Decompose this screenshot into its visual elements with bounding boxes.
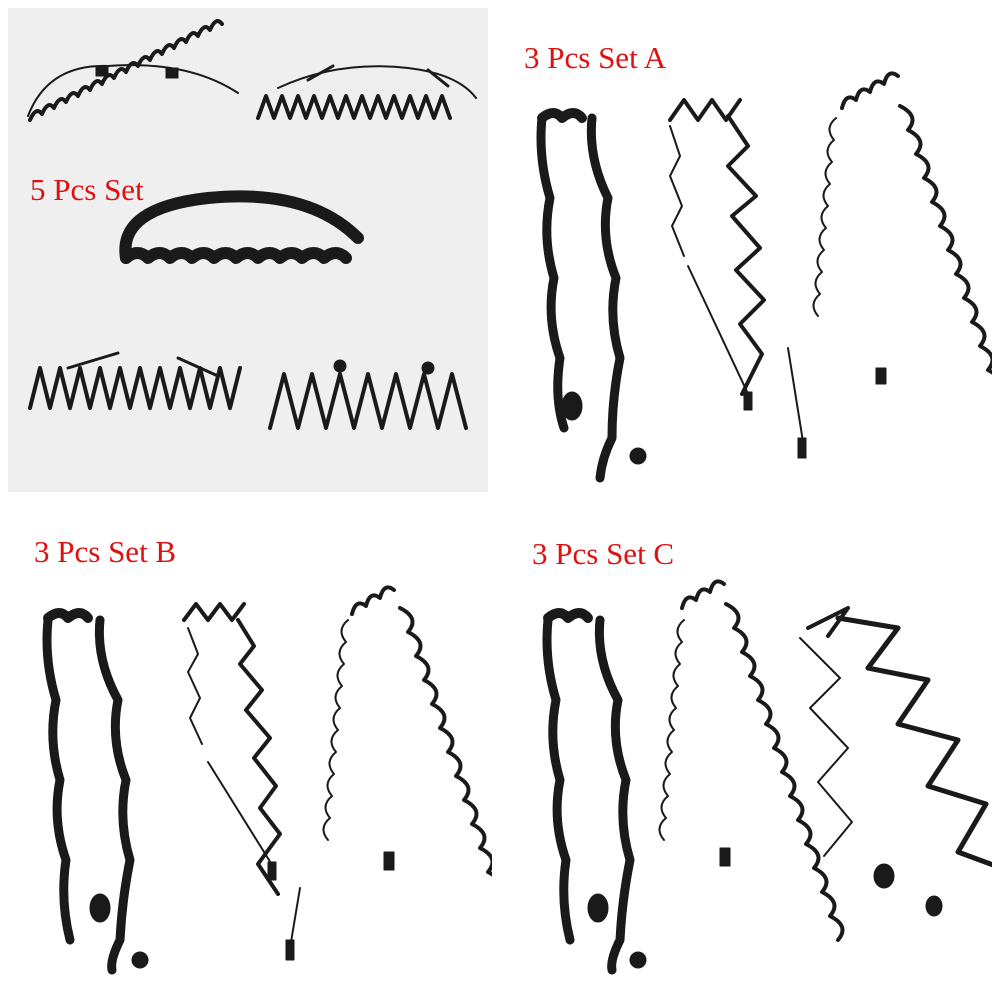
set-b-headbands-illustration	[42, 585, 492, 975]
set-c-label: 3 Pcs Set C	[532, 536, 675, 571]
set-b-label: 3 Pcs Set B	[34, 534, 177, 569]
five-headbands-illustration	[27, 19, 477, 430]
set-c-photo: 3 Pcs Set C	[508, 508, 992, 992]
five-set-label: 5 Pcs Set	[30, 172, 144, 207]
set-a-headbands-illustration	[536, 71, 992, 483]
set-c-headbands-illustration	[542, 579, 992, 975]
set-a-label: 3 Pcs Set A	[524, 40, 667, 75]
five-piece-set-photo: 5 Pcs Set	[8, 8, 488, 492]
set-b-photo: 3 Pcs Set B	[8, 508, 492, 992]
set-a-photo: 3 Pcs Set A	[500, 8, 992, 492]
